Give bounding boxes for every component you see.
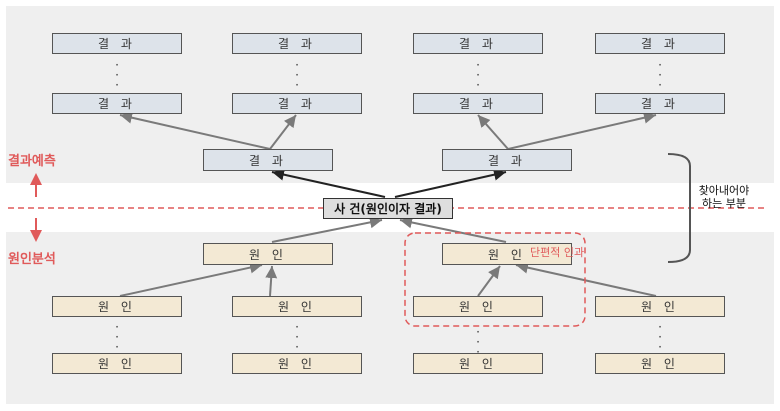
cause-box: 원 인 [442,243,572,265]
cause-box: 원 인 [232,353,362,374]
ellipsis-dots: ··· [295,320,299,354]
result-box: 결 과 [52,93,182,114]
arrow-line [119,111,271,150]
cause-box: 원 인 [232,296,362,317]
cause-box: 원 인 [52,296,182,317]
result-box: 결 과 [442,149,572,171]
result-box: 결 과 [232,93,362,114]
event-box: 사 건(원인이자 결과) [323,198,453,219]
arrow-line [477,114,509,150]
cause-box: 원 인 [413,353,543,374]
cause-box: 원 인 [203,243,333,265]
find-part-line1: 찾아내어야 [698,184,750,197]
ellipsis-dots: ··· [476,325,480,359]
cause-box: 원 인 [595,353,725,374]
ellipsis-dots: ··· [115,320,119,354]
bracket [667,153,691,263]
prediction-label: 결과예측 [8,154,56,169]
ellipsis-dots: ··· [658,58,662,92]
result-box: 결 과 [595,93,725,114]
arrow-line [265,265,278,297]
find-part-line2: 하는 부분 [702,197,746,210]
arrow-line [507,111,657,150]
arrow-line [394,168,507,198]
ellipsis-dots: ··· [476,58,480,92]
result-box: 결 과 [52,33,182,54]
analysis-panel [6,232,774,404]
result-box: 결 과 [595,33,725,54]
arrow-line [271,216,383,243]
result-box: 결 과 [232,33,362,54]
arrow-line [399,216,507,243]
arrow-line [271,168,386,198]
cause-box: 원 인 [413,296,543,317]
partial-causality-label: 단편적 인과 [530,246,585,259]
ellipsis-dots: ··· [295,58,299,92]
arrow-line [515,261,657,297]
cause-box: 원 인 [595,296,725,317]
result-box: 결 과 [203,149,333,171]
ellipsis-dots: ··· [115,58,119,92]
find-part-label: 찾아내어야 하는 부분 [694,184,754,210]
partial-causality-region [404,232,586,327]
ellipsis-dots: ··· [658,320,662,354]
arrow-line [269,114,297,150]
arrow-line [119,261,263,297]
arrow-line [477,265,501,297]
result-box: 결 과 [413,93,543,114]
analysis-label: 원인분석 [8,252,56,267]
result-box: 결 과 [413,33,543,54]
cause-box: 원 인 [52,353,182,374]
